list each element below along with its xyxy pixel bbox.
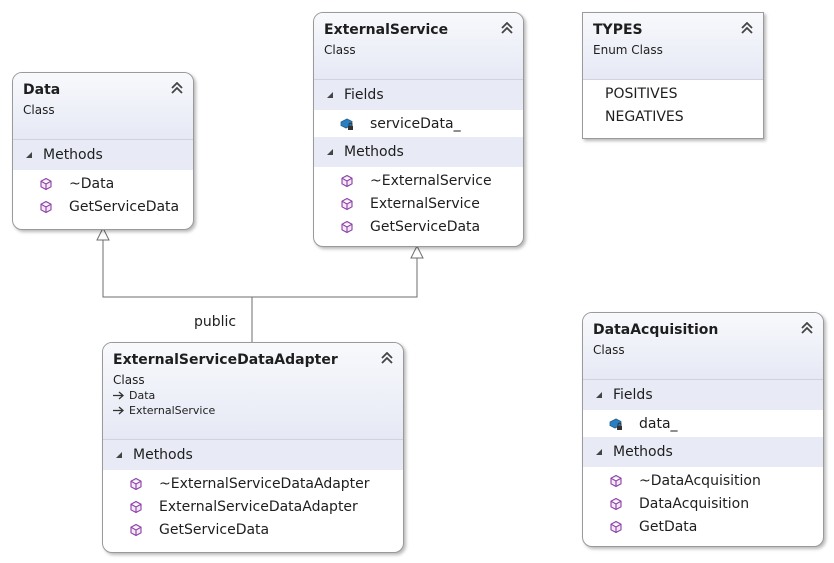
- section-expander-icon: [596, 449, 602, 455]
- methods-section-header[interactable]: Methods: [13, 140, 193, 170]
- enum-header: TYPES Enum Class: [583, 13, 763, 80]
- class-box-dataacquisition[interactable]: DataAcquisition Class Fields data_ Metho…: [582, 312, 824, 547]
- inheritance-arrowhead-data: [96, 226, 110, 241]
- method-item[interactable]: ExternalServiceDataAdapter: [103, 495, 403, 518]
- method-cube-icon: [40, 200, 52, 213]
- method-cube-icon: [610, 497, 622, 510]
- collapse-chevrons-icon[interactable]: [501, 22, 513, 34]
- class-kind: Class: [113, 373, 145, 387]
- class-header: Data Class: [13, 73, 193, 140]
- method-name: ~ExternalService: [370, 172, 492, 189]
- class-name: Data: [23, 82, 61, 98]
- method-item[interactable]: DataAcquisition: [583, 492, 823, 515]
- private-field-icon: [609, 418, 622, 430]
- collapse-chevrons-icon[interactable]: [741, 22, 753, 34]
- method-cube-icon: [130, 477, 142, 490]
- collapse-chevrons-icon[interactable]: [381, 352, 393, 364]
- enum-value[interactable]: NEGATIVES: [605, 108, 684, 125]
- method-item[interactable]: GetData: [583, 515, 823, 538]
- section-expander-icon: [327, 92, 333, 98]
- method-cube-icon: [610, 474, 622, 487]
- section-label: Fields: [613, 387, 653, 403]
- method-name: ~Data: [69, 175, 115, 192]
- section-label: Fields: [344, 87, 384, 103]
- method-name: GetServiceData: [159, 521, 270, 538]
- methods-section-header[interactable]: Methods: [583, 437, 823, 467]
- method-name: GetServiceData: [69, 198, 180, 215]
- class-name: DataAcquisition: [593, 322, 719, 338]
- method-cube-icon: [130, 500, 142, 513]
- method-cube-icon: [341, 197, 353, 210]
- method-cube-icon: [341, 220, 353, 233]
- class-name: ExternalServiceDataAdapter: [113, 352, 338, 368]
- section-label: Methods: [43, 147, 103, 163]
- section-label: Methods: [344, 144, 404, 160]
- field-name: serviceData_: [370, 115, 461, 132]
- method-item[interactable]: ~Data: [13, 172, 193, 195]
- edge-adapter-to-data: [102, 240, 253, 342]
- method-name: GetServiceData: [370, 218, 481, 235]
- inheritance-arrow-icon: [113, 406, 124, 415]
- edge-adapter-to-externalservice: [252, 258, 418, 298]
- method-name: GetData: [639, 518, 698, 535]
- method-cube-icon: [341, 174, 353, 187]
- inheritance-arrowhead-externalservice: [410, 244, 424, 259]
- private-field-icon: [340, 118, 353, 130]
- class-name: ExternalService: [324, 22, 449, 38]
- enum-box-types[interactable]: TYPES Enum Class POSITIVES NEGATIVES: [582, 12, 764, 139]
- field-item[interactable]: serviceData_: [314, 112, 523, 135]
- method-item[interactable]: GetServiceData: [103, 518, 403, 541]
- enum-value[interactable]: POSITIVES: [605, 85, 678, 102]
- methods-section-header[interactable]: Methods: [314, 137, 523, 167]
- base-class-item: Data: [113, 388, 393, 403]
- class-header: DataAcquisition Class: [583, 313, 823, 380]
- enum-name: TYPES: [593, 22, 643, 38]
- section-expander-icon: [26, 152, 32, 158]
- fields-section-header[interactable]: Fields: [314, 80, 523, 110]
- method-item[interactable]: ExternalService: [314, 192, 523, 215]
- method-item[interactable]: GetServiceData: [314, 215, 523, 238]
- field-item[interactable]: data_: [583, 412, 823, 435]
- method-item[interactable]: ~ExternalServiceDataAdapter: [103, 472, 403, 495]
- class-header: ExternalService Class: [314, 13, 523, 80]
- field-name: data_: [639, 415, 678, 432]
- class-box-externalservicedataadapter[interactable]: ExternalServiceDataAdapter Class Data Ex…: [102, 342, 404, 553]
- method-item[interactable]: ~ExternalService: [314, 169, 523, 192]
- inheritance-arrow-icon: [113, 391, 124, 400]
- collapse-chevrons-icon[interactable]: [801, 322, 813, 334]
- collapse-chevrons-icon[interactable]: [171, 82, 183, 94]
- base-class-name: ExternalService: [129, 404, 216, 417]
- connector-access-label: public: [194, 314, 237, 330]
- methods-section-header[interactable]: Methods: [103, 440, 403, 470]
- class-box-externalservice[interactable]: ExternalService Class Fields serviceData…: [313, 12, 524, 247]
- class-kind: Class: [324, 43, 356, 57]
- method-name: ExternalServiceDataAdapter: [159, 498, 358, 515]
- class-kind: Class: [23, 103, 55, 117]
- class-header: ExternalServiceDataAdapter Class Data Ex…: [103, 343, 403, 440]
- section-expander-icon: [116, 452, 122, 458]
- method-cube-icon: [40, 177, 52, 190]
- enum-kind: Enum Class: [593, 43, 663, 57]
- fields-section-header[interactable]: Fields: [583, 380, 823, 410]
- method-name: DataAcquisition: [639, 495, 750, 512]
- method-cube-icon: [610, 520, 622, 533]
- base-class-item: ExternalService: [113, 403, 393, 418]
- section-expander-icon: [596, 392, 602, 398]
- base-class-name: Data: [129, 389, 156, 402]
- method-name: ~ExternalServiceDataAdapter: [159, 475, 370, 492]
- section-label: Methods: [133, 447, 193, 463]
- class-box-data[interactable]: Data Class Methods ~Data GetServiceData: [12, 72, 194, 230]
- method-item[interactable]: GetServiceData: [13, 195, 193, 218]
- section-label: Methods: [613, 444, 673, 460]
- method-item[interactable]: ~DataAcquisition: [583, 469, 823, 492]
- class-kind: Class: [593, 343, 625, 357]
- method-name: ~DataAcquisition: [639, 472, 761, 489]
- method-cube-icon: [130, 523, 142, 536]
- section-expander-icon: [327, 149, 333, 155]
- method-name: ExternalService: [370, 195, 480, 212]
